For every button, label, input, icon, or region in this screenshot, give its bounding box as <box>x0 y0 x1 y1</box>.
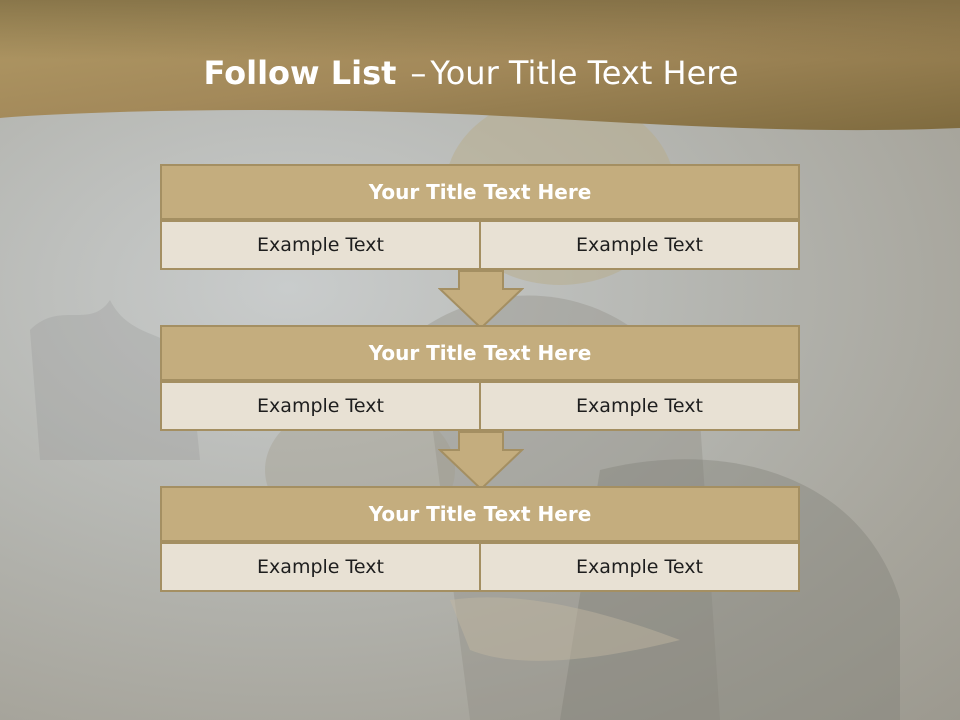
down-arrow-icon <box>438 431 524 491</box>
figure-hand <box>450 597 680 661</box>
block-1-heading: Your Title Text Here <box>160 164 800 220</box>
block-3-right-cell: Example Text <box>479 542 800 592</box>
title-dash: – <box>410 54 427 92</box>
down-arrow-icon <box>438 270 524 330</box>
title-rest: Your Title Text Here <box>430 54 739 92</box>
list-block-1: Your Title Text Here Example Text Exampl… <box>160 164 800 270</box>
block-2-heading: Your Title Text Here <box>160 325 800 381</box>
list-block-3: Your Title Text Here Example Text Exampl… <box>160 486 800 592</box>
title-banner-shade <box>0 0 960 60</box>
block-1-right-cell: Example Text <box>479 220 800 270</box>
tree-silhouette <box>30 300 200 460</box>
block-1-left-cell: Example Text <box>160 220 481 270</box>
slide-title: Follow List–Your Title Text Here <box>0 54 942 92</box>
block-3-left-cell: Example Text <box>160 542 481 592</box>
block-3-heading: Your Title Text Here <box>160 486 800 542</box>
block-2-right-cell: Example Text <box>479 381 800 431</box>
title-bold-part: Follow List <box>203 54 397 92</box>
block-2-left-cell: Example Text <box>160 381 481 431</box>
list-block-2: Your Title Text Here Example Text Exampl… <box>160 325 800 431</box>
